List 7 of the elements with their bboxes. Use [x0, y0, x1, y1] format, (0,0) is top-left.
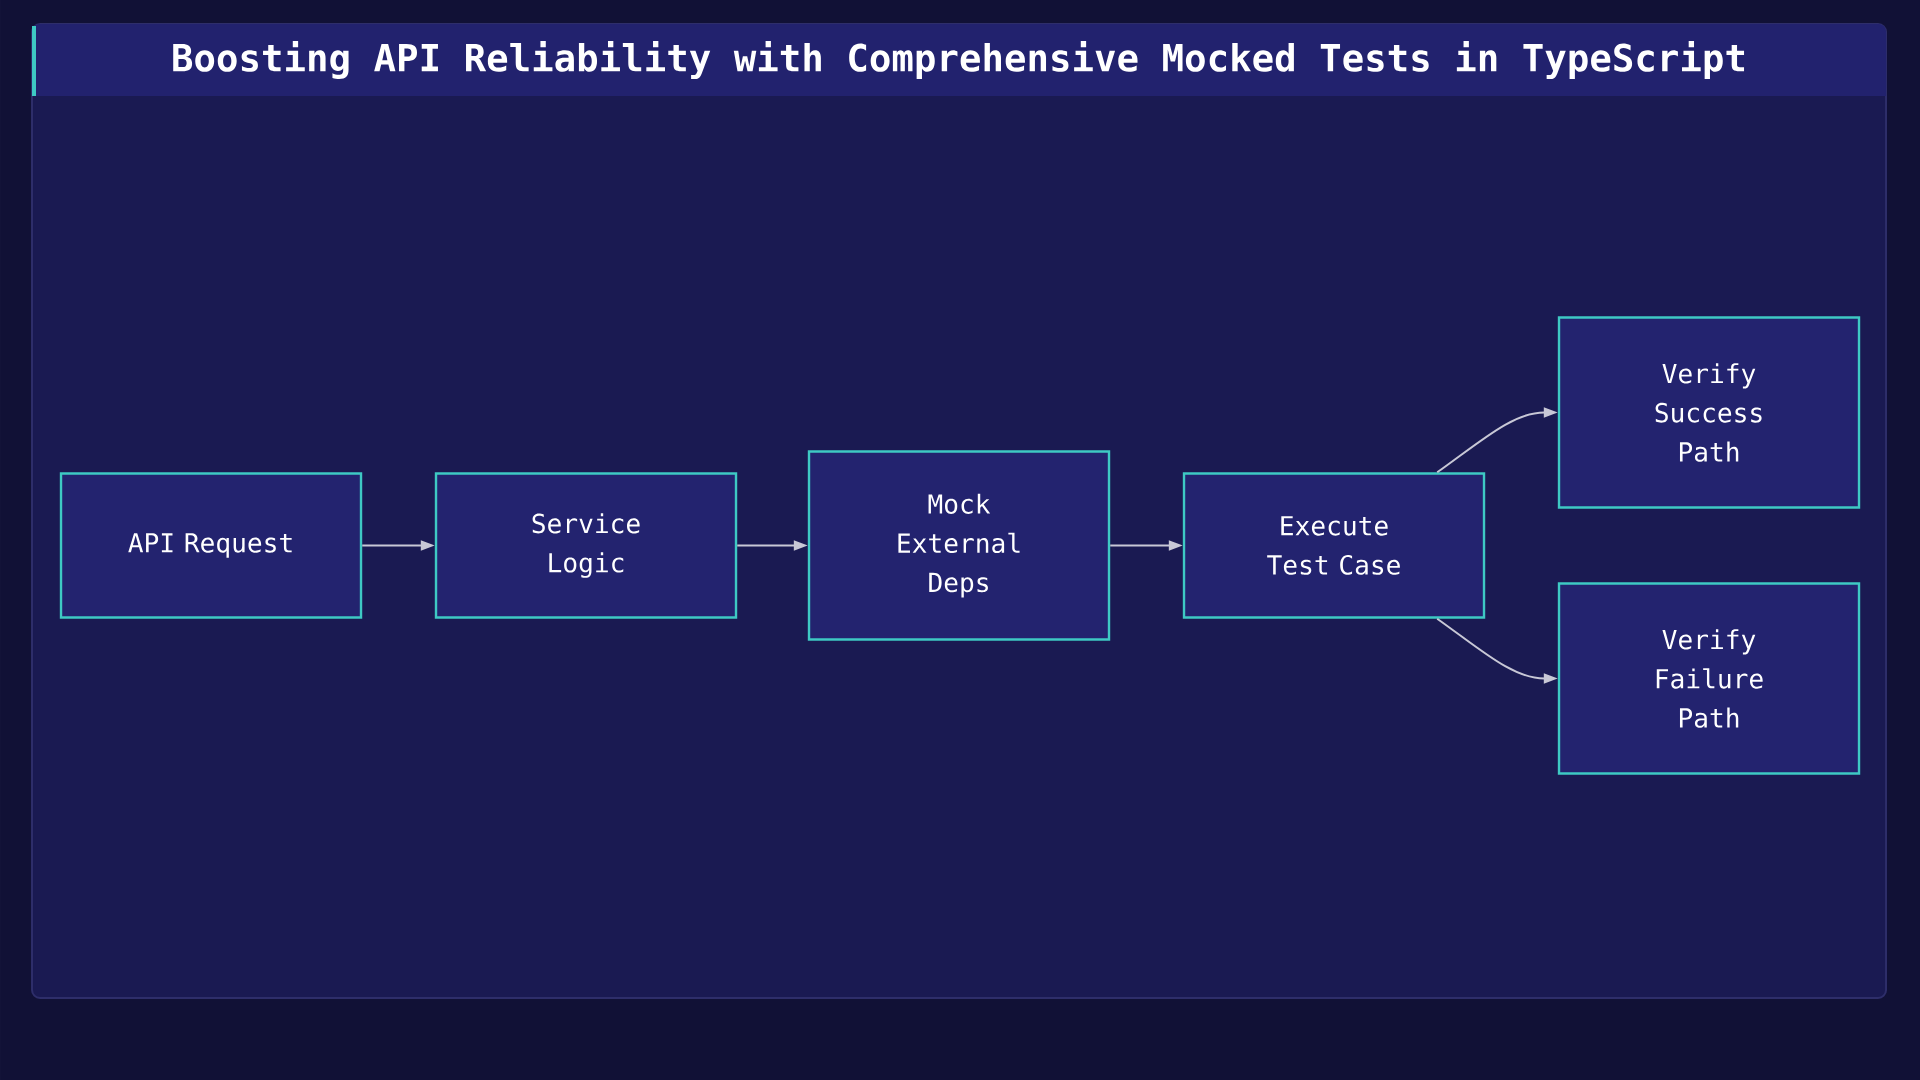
process-box: Mock External Deps — [807, 450, 1111, 641]
process-box: Execute Test Case — [1182, 472, 1486, 619]
title-bar: Boosting API Reliability with Comprehensive Mocked Tests in TypeScript — [32, 24, 1886, 96]
process-box: Verify Success Path — [1557, 316, 1861, 509]
process-box: Verify Failure Path — [1557, 582, 1861, 775]
process-box: API Request — [59, 472, 363, 619]
process-box: Service Logic — [434, 472, 738, 619]
